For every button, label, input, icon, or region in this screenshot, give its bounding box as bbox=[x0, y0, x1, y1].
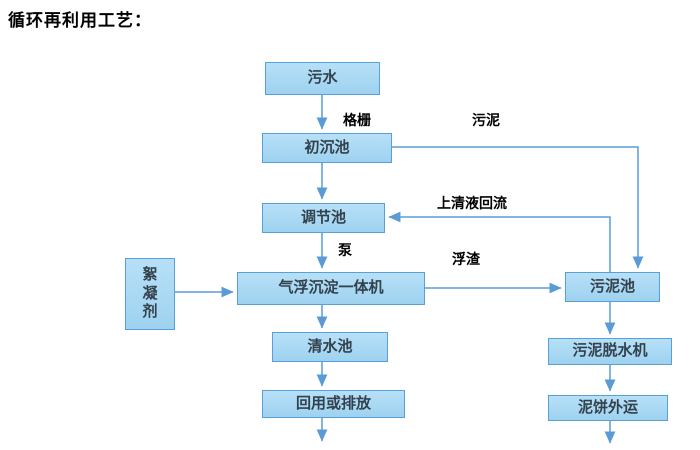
edge-label-pump: 泵 bbox=[338, 242, 352, 258]
edge-label-grid: 格栅 bbox=[343, 112, 371, 128]
node-sludge-dewatering-machine: 污泥脱水机 bbox=[548, 338, 672, 365]
node-air-flotation-unit: 气浮沉淀一体机 bbox=[237, 272, 425, 305]
node-sludge-tank: 污泥池 bbox=[565, 272, 660, 302]
edge-label-sludge: 污泥 bbox=[472, 112, 500, 128]
node-sewage: 污水 bbox=[265, 62, 380, 95]
page-title: 循环再利用工艺： bbox=[8, 11, 152, 30]
node-flocculant: 絮凝剂 bbox=[125, 258, 175, 330]
node-primary-sedimentation-tank: 初沉池 bbox=[262, 133, 392, 163]
node-regulating-tank: 调节池 bbox=[262, 203, 385, 233]
edge-label-scum: 浮渣 bbox=[452, 251, 480, 267]
edge-label-supernatant-reflux: 上清液回流 bbox=[437, 195, 507, 211]
node-mud-cake-out: 泥饼外运 bbox=[548, 395, 668, 421]
node-reuse-or-discharge: 回用或排放 bbox=[262, 390, 405, 418]
node-clean-water-tank: 清水池 bbox=[272, 332, 388, 362]
